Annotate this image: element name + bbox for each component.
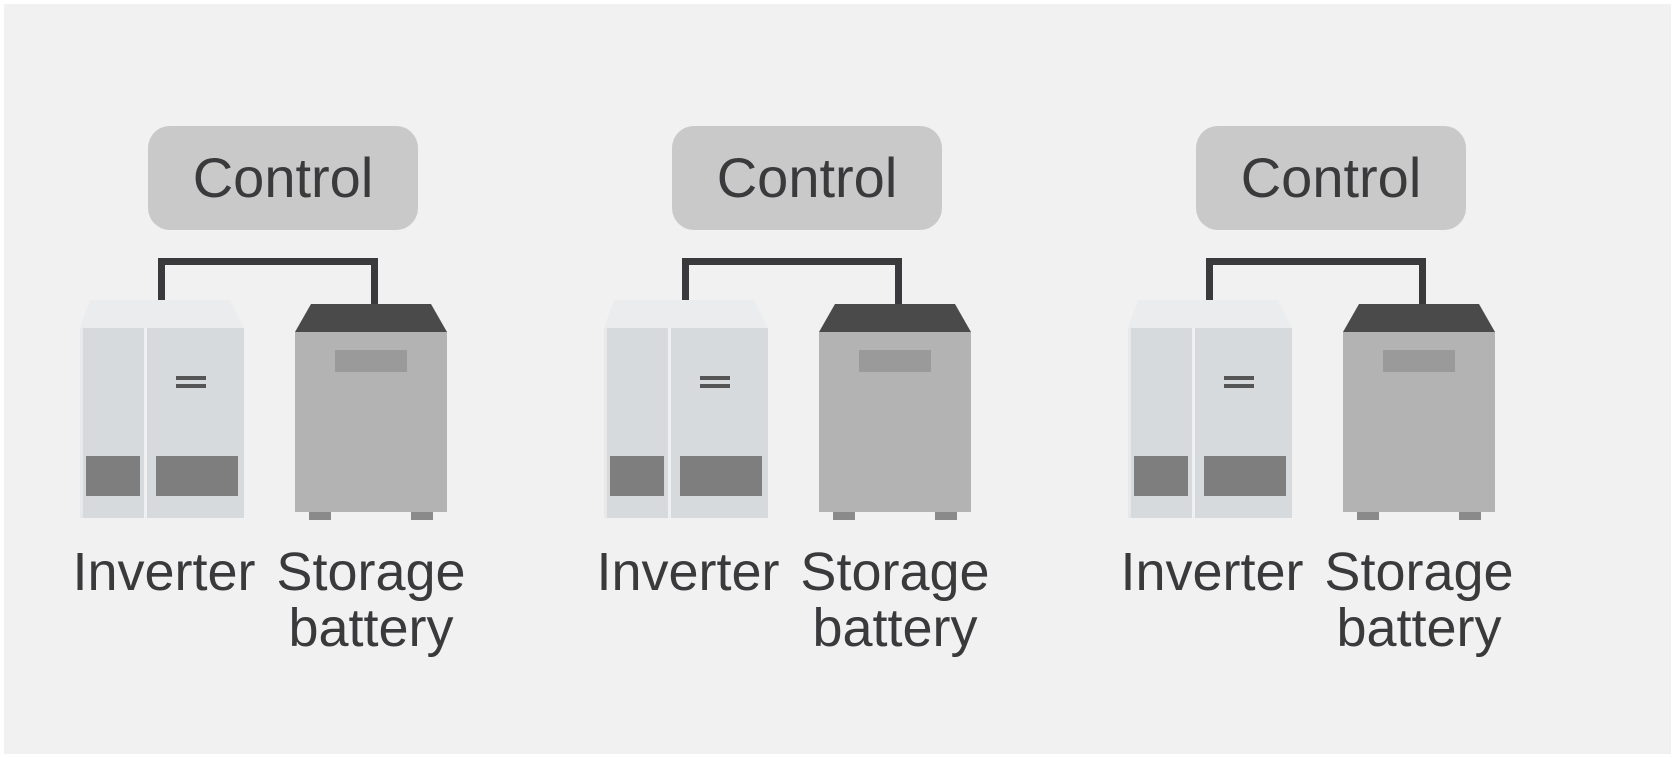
- inverter-label: Inverter: [1120, 542, 1304, 602]
- inverter-icon: [1128, 300, 1292, 518]
- diagram-canvas: Control Inverter Storage battery Control: [4, 4, 1671, 754]
- inverter-icon: [604, 300, 768, 518]
- inverter-label: Inverter: [72, 542, 256, 602]
- battery-label-line1: Storage: [800, 542, 990, 602]
- storage-battery-icon: [1343, 304, 1495, 520]
- storage-battery-icon: [295, 304, 447, 520]
- inverter-label: Inverter: [596, 542, 780, 602]
- battery-label-line2: battery: [812, 598, 978, 658]
- inverter-icon: [80, 300, 244, 518]
- control-box: Control: [148, 126, 418, 230]
- storage-battery-icon: [819, 304, 971, 520]
- system-group-1: Control Inverter Storage battery: [72, 4, 560, 754]
- control-box: Control: [1196, 126, 1466, 230]
- control-wire: [1206, 258, 1426, 306]
- system-group-2: Control Inverter Storage battery: [596, 4, 1084, 754]
- battery-label-line1: Storage: [276, 542, 466, 602]
- battery-label-line2: battery: [288, 598, 454, 658]
- battery-label-line1: Storage: [1324, 542, 1514, 602]
- control-box: Control: [672, 126, 942, 230]
- control-wire: [682, 258, 902, 306]
- control-wire: [158, 258, 378, 306]
- system-group-3: Control Inverter Storage battery: [1120, 4, 1608, 754]
- battery-label-line2: battery: [1336, 598, 1502, 658]
